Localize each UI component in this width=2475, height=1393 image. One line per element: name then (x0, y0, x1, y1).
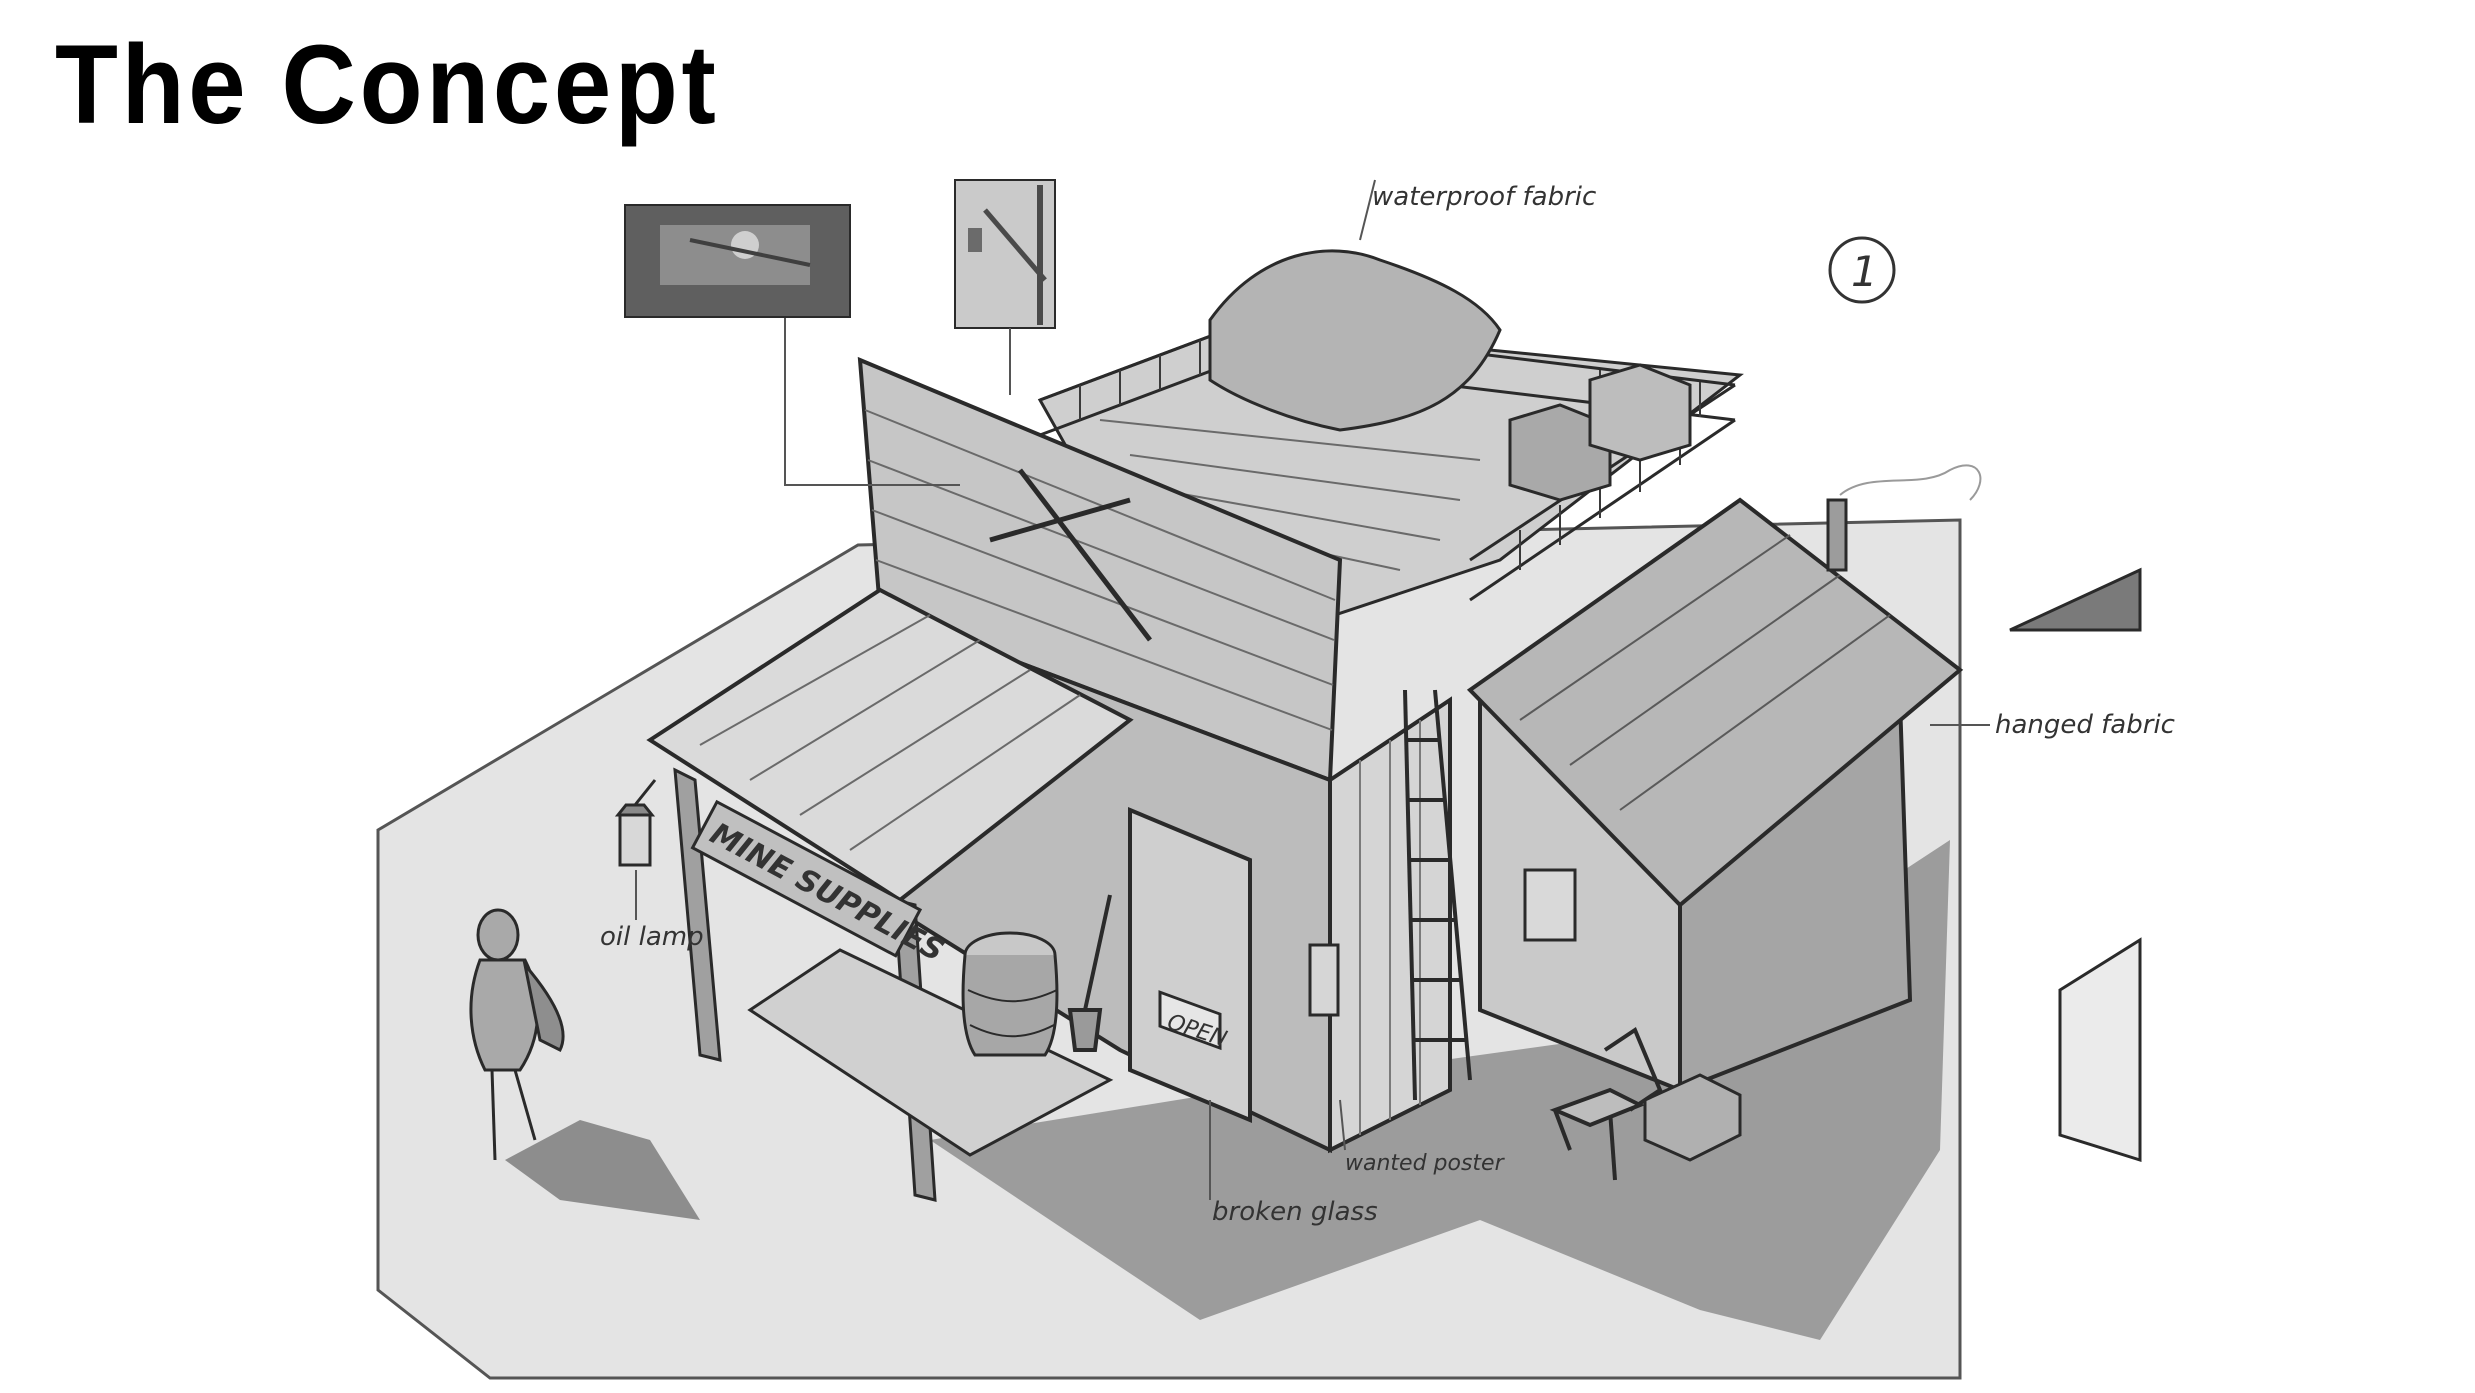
note-hanged-fabric: hanged fabric (1995, 710, 2175, 740)
store-door (1128, 807, 1252, 1123)
shovel-icon (1067, 894, 1112, 1052)
reference-leader-1 (784, 318, 960, 486)
crates (1508, 363, 1692, 502)
slide-title: The Concept (55, 22, 720, 147)
open-sign-plate (1158, 990, 1222, 1051)
leader-waterproof (1359, 179, 1376, 241)
shed-roof (1466, 497, 1964, 908)
small-crate (1643, 1073, 1742, 1162)
page-number: 1 (1851, 247, 1878, 296)
woman-figure (469, 908, 565, 1161)
barrel-icon (961, 931, 1059, 1057)
figure-shadow (505, 1120, 700, 1220)
chimney-smoke (1839, 464, 1982, 501)
wanted-poster (1308, 943, 1340, 1017)
note-oil-lamp: oil lamp (600, 922, 704, 952)
pickaxe-decor (989, 468, 1152, 642)
leader-wanted (1339, 1099, 1346, 1151)
ladder-icon (1403, 689, 1472, 1101)
lantern-icon (614, 779, 657, 867)
chimney-pipe (1826, 498, 1848, 572)
porch-roof (646, 587, 1134, 903)
waterproof-fabric (1208, 249, 1502, 432)
note-wanted-poster: wanted poster (1345, 1151, 1506, 1176)
reference-photo-sign (624, 204, 851, 318)
porch-floor (747, 948, 1114, 1157)
shed-window (1523, 868, 1577, 942)
chair-icon (1549, 1026, 1663, 1181)
neighbour-roof (2009, 567, 2142, 632)
neighbour-wall (2058, 937, 2142, 1163)
reference-photo-lamp-post (954, 179, 1056, 329)
note-broken-glass: broken glass (1212, 1197, 1378, 1227)
note-waterproof-fabric: waterproof fabric (1372, 182, 1596, 212)
page-number-badge: 1 (1828, 236, 1896, 304)
